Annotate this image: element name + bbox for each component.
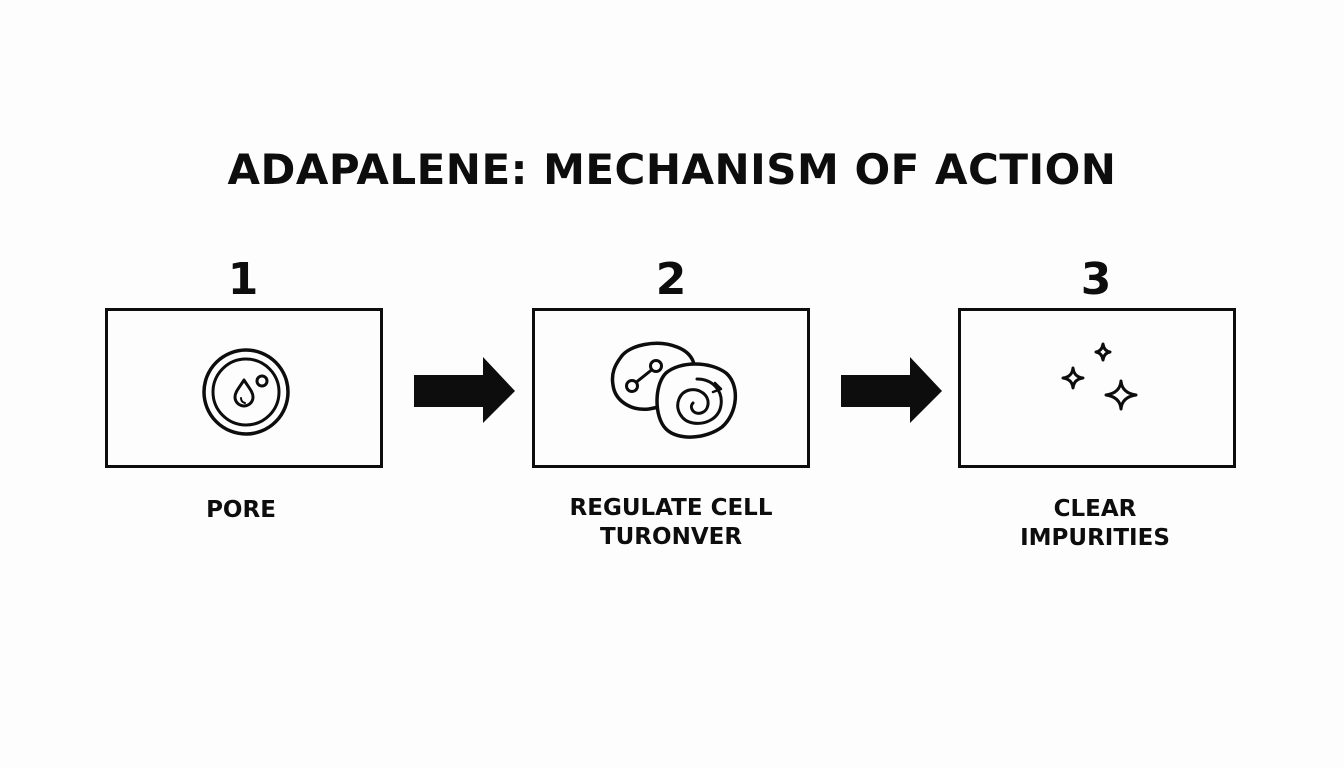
step-label-3: CLEAR IMPURITIES — [945, 495, 1245, 553]
step-label-2-line-2: TURONVER — [599, 524, 743, 550]
step-label-1-line-1: PORE — [206, 497, 276, 523]
pore-droplet-icon — [202, 348, 290, 436]
step-box-2 — [532, 308, 810, 468]
step-label-2-line-1: REGULATE CELL — [569, 495, 773, 521]
step-box-3 — [958, 308, 1236, 468]
step-label-2: REGULATE CELL TURONVER — [521, 494, 821, 552]
arrow-right-icon — [414, 357, 515, 423]
step-box-1 — [105, 308, 383, 468]
arrow-right-icon — [841, 357, 942, 423]
step-number-2: 2 — [655, 254, 687, 305]
step-number-3: 3 — [1080, 254, 1112, 305]
step-label-3-line-1: CLEAR — [1053, 496, 1137, 522]
cell-turnover-icon — [610, 341, 738, 439]
diagram-title: ADAPALENE: MECHANISM OF ACTION — [227, 145, 1117, 194]
step-label-1: PORE — [91, 496, 391, 525]
step-label-3-line-2: IMPURITIES — [1020, 525, 1170, 551]
sparkles-icon — [1061, 342, 1138, 411]
step-number-1: 1 — [227, 254, 259, 305]
